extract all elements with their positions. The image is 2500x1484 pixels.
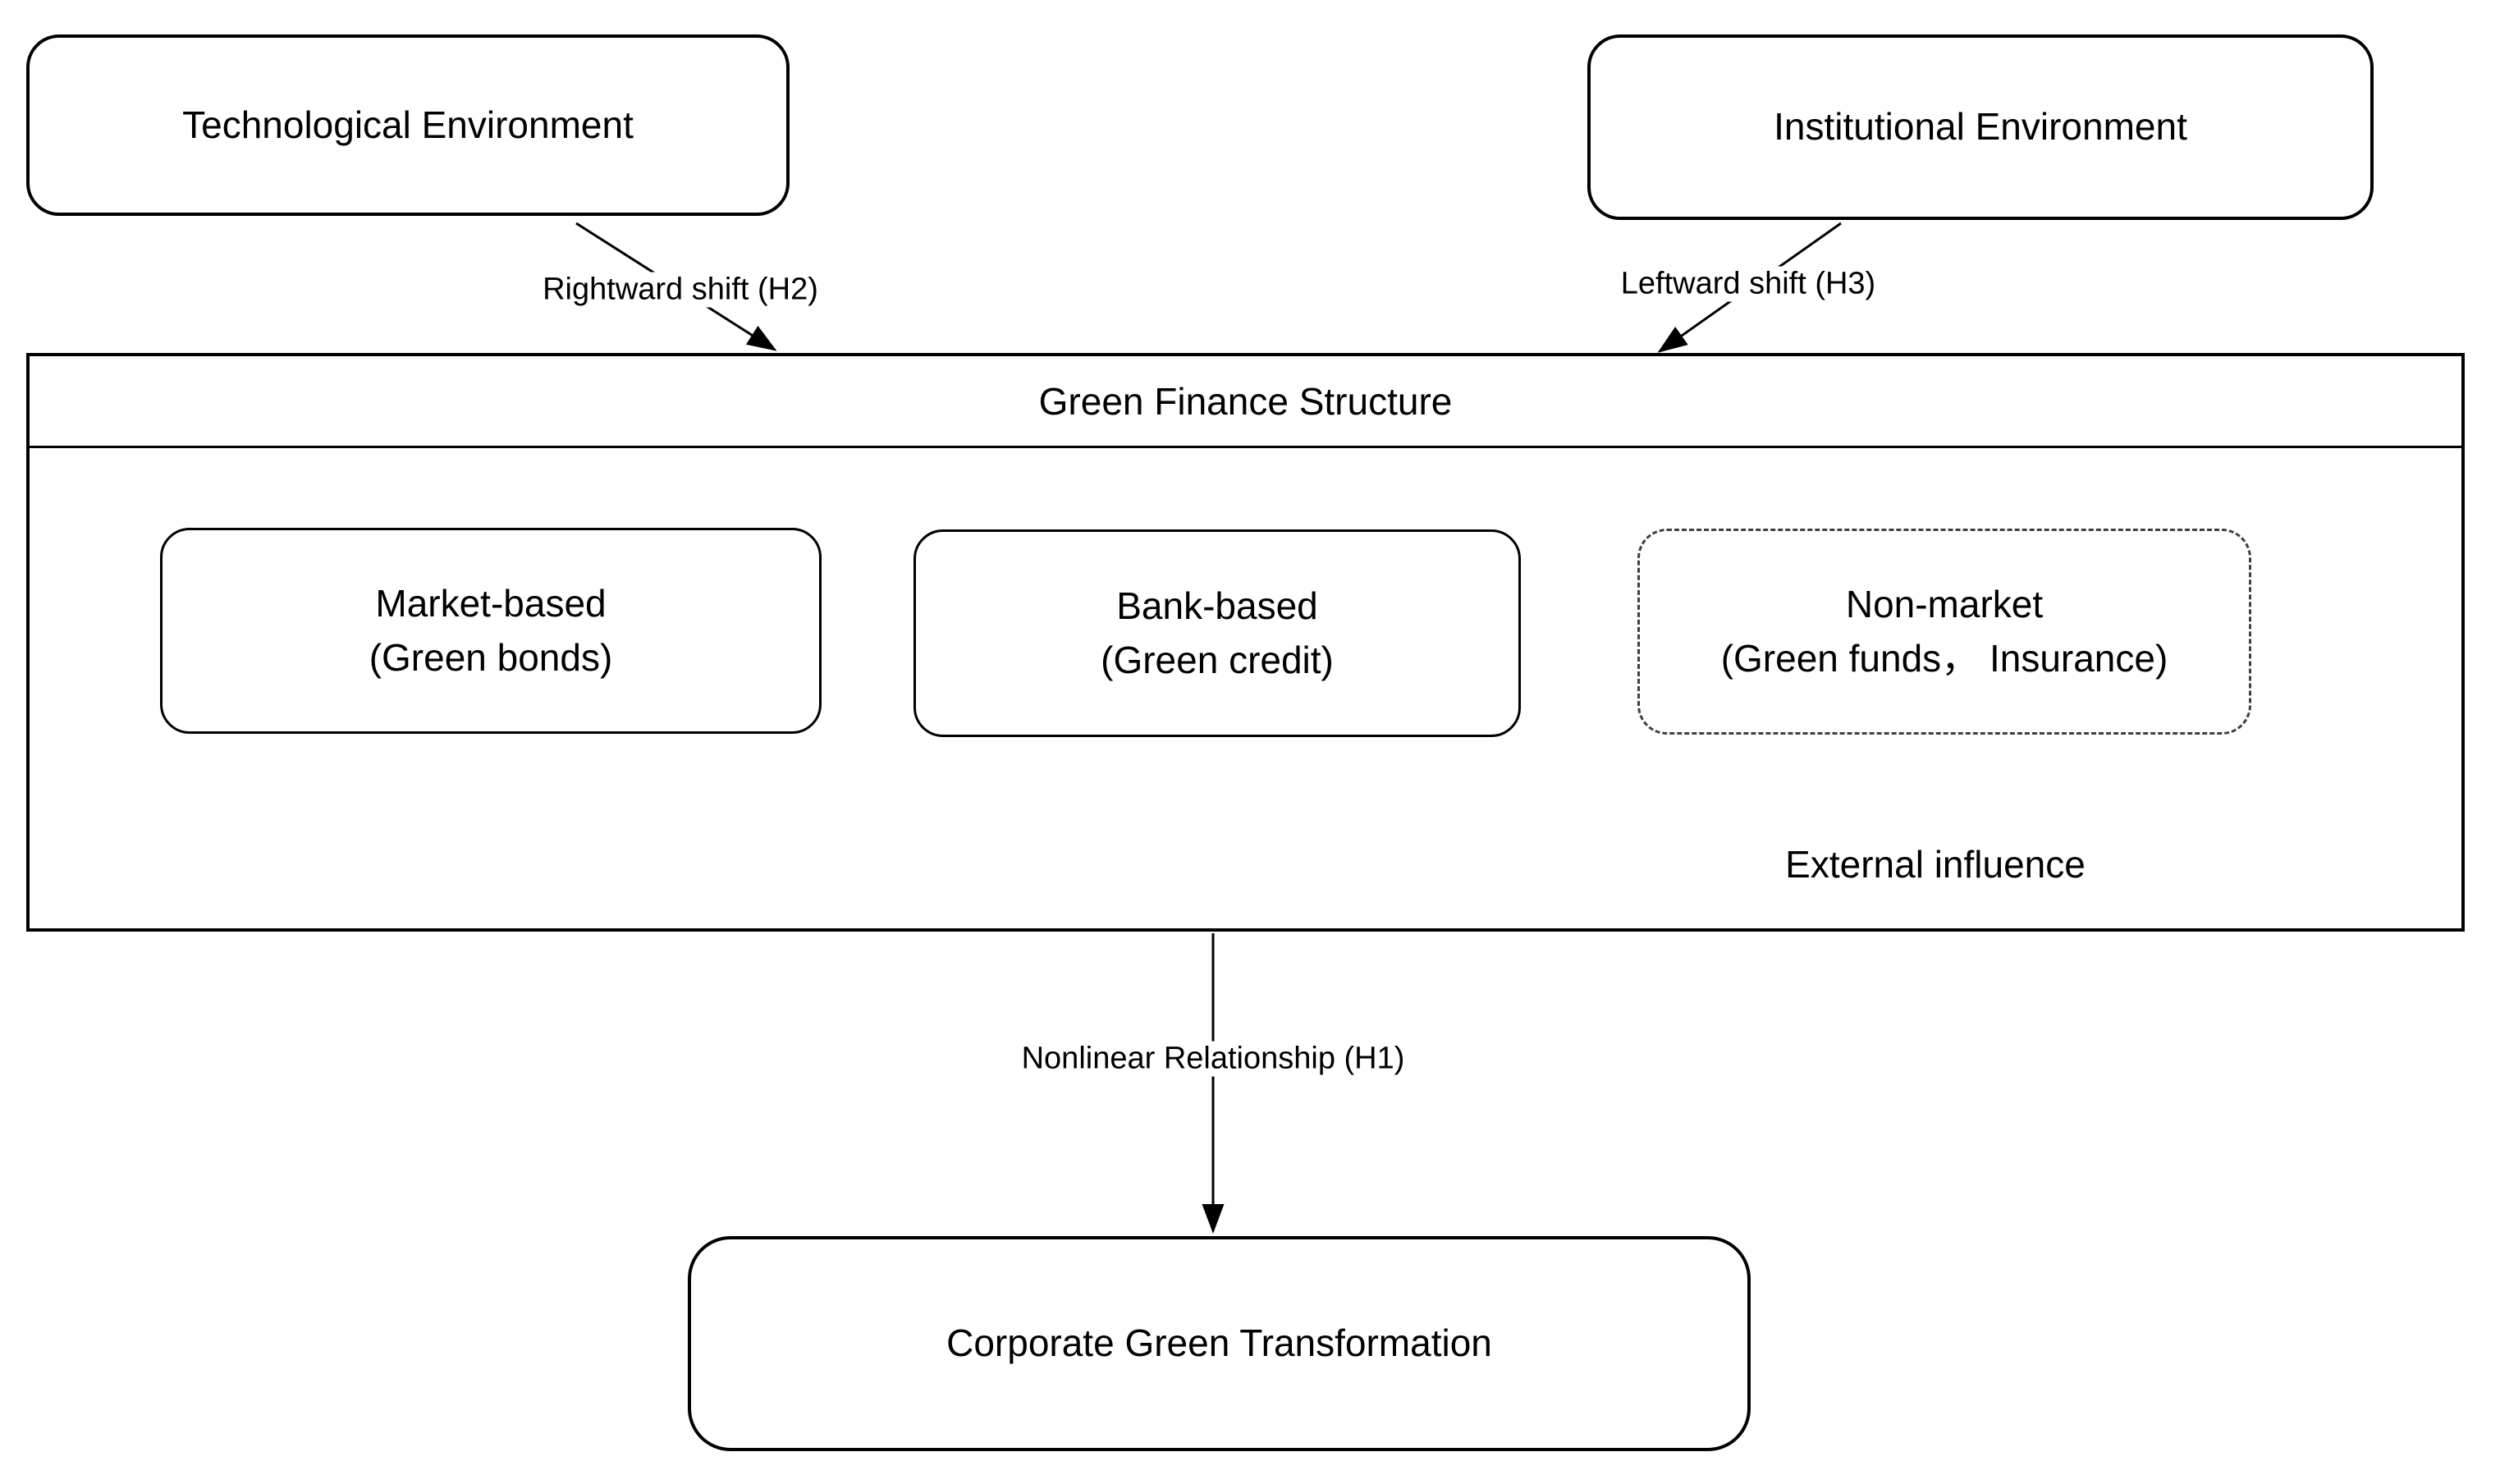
- node-label: Corporate Green Transformation: [946, 1321, 1492, 1365]
- node-label: Technological Environment: [182, 103, 634, 146]
- node-label-line2: (Green credit): [1101, 638, 1334, 681]
- node-technological-environment: Technological Environment: [26, 34, 790, 216]
- container-title: Green Finance Structure: [1038, 379, 1453, 423]
- edge-label-nonlinear-relationship-h1: Nonlinear Relationship (H1): [1014, 1041, 1412, 1077]
- label-external-influence: External influence: [1785, 843, 2086, 886]
- node-label-line1: Non-market: [1845, 583, 2044, 626]
- edge-label-rightward-shift-h2: Rightward shift (H2): [536, 272, 825, 308]
- node-label-line2: (Green bonds): [369, 635, 613, 679]
- node-label-line2: (Green funds， Insurance): [1720, 636, 2168, 680]
- edge-label-leftward-shift-h3: Leftward shift (H3): [1614, 266, 1883, 302]
- node-label-line1: Market-based: [375, 582, 607, 625]
- node-non-market: Non-market (Green funds， Insurance): [1637, 529, 2251, 735]
- node-market-based: Market-based (Green bonds): [160, 528, 822, 734]
- container-header: Green Finance Structure: [30, 356, 2461, 448]
- node-label: Institutional Environment: [1774, 105, 2187, 149]
- node-bank-based: Bank-based (Green credit): [913, 529, 1521, 737]
- node-corporate-green-transformation: Corporate Green Transformation: [688, 1236, 1751, 1451]
- node-institutional-environment: Institutional Environment: [1587, 34, 2374, 220]
- node-label-line1: Bank-based: [1116, 584, 1318, 628]
